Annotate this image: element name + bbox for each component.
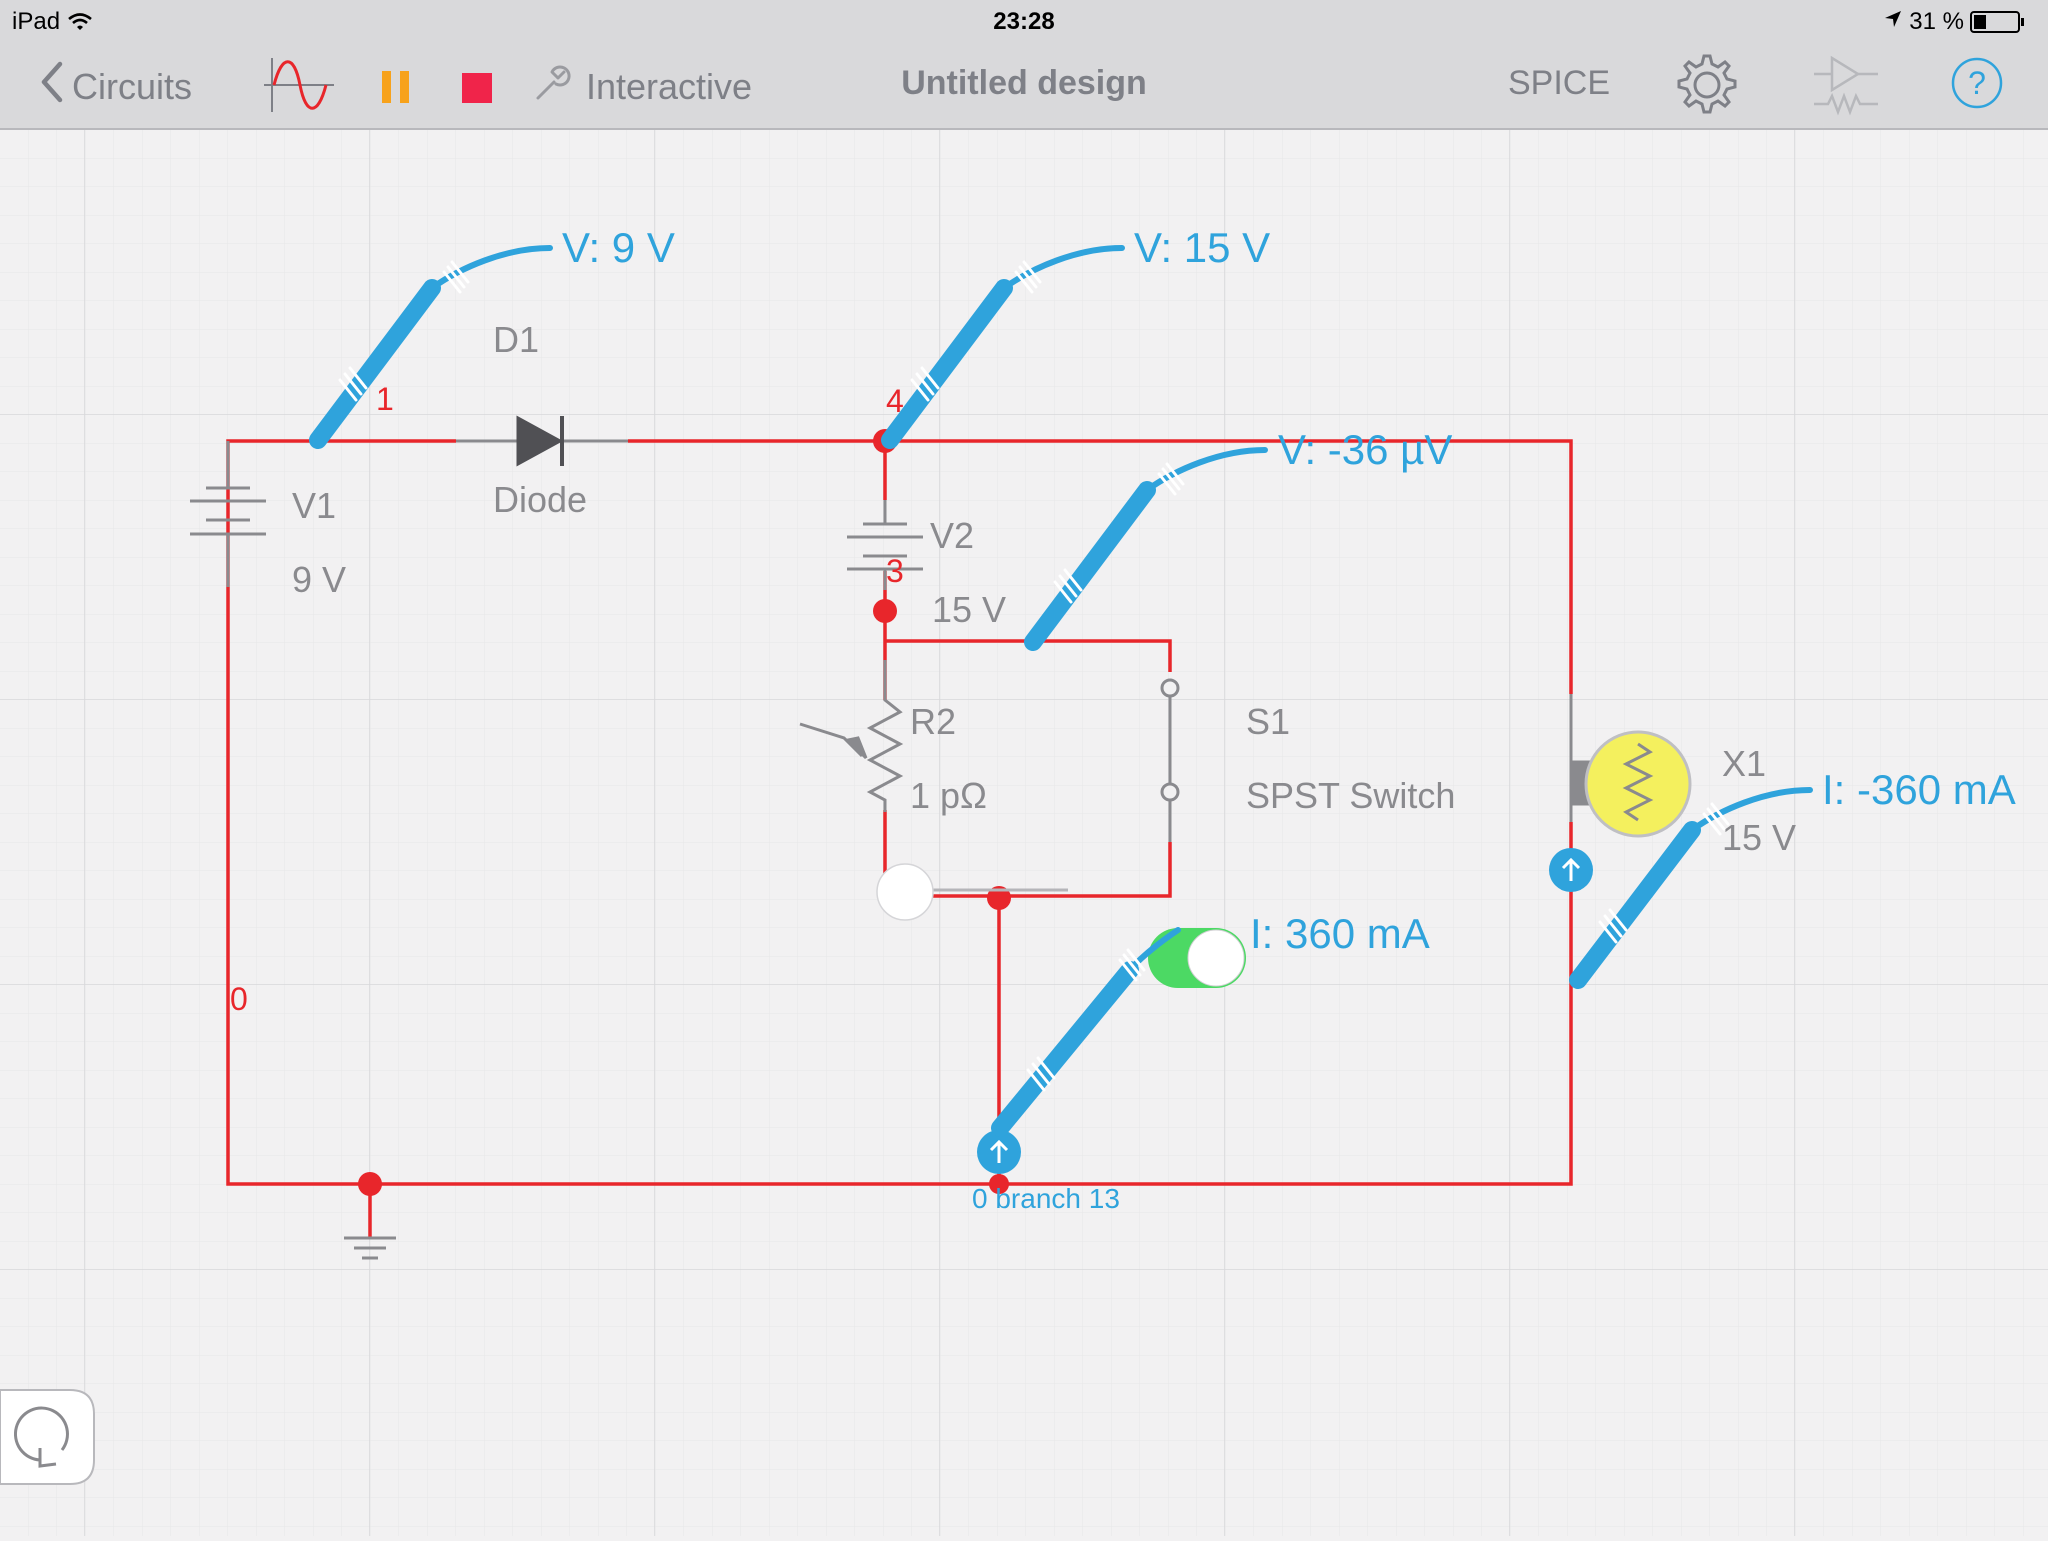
- interactive-label: Interactive: [586, 65, 753, 107]
- battery-icon: [1970, 11, 2024, 33]
- pause-button[interactable]: [382, 70, 410, 112]
- node-label-3: 3: [886, 553, 904, 589]
- current-probe-5[interactable]: [1569, 787, 1813, 989]
- help-icon: ?: [1951, 57, 2003, 109]
- rotate-icon: [14, 1406, 69, 1462]
- probe-label-1: V: 9 V: [562, 224, 675, 271]
- wire-to-switch[interactable]: [885, 639, 1172, 672]
- bulb-icon[interactable]: [1584, 730, 1692, 838]
- battery-percent: 31 %: [1909, 8, 1964, 35]
- wire-top-mid[interactable]: [628, 439, 1573, 694]
- circuit-canvas[interactable]: V1 9 V D1 Diode V2 15 V R2 1 pΩ S1 SPST …: [0, 130, 2048, 1536]
- gear-icon: [1677, 54, 1737, 114]
- waveform-button[interactable]: [264, 54, 334, 125]
- chevron-left-icon: [38, 60, 64, 113]
- location-arrow-icon: [1883, 8, 1903, 36]
- toolbar: Circuits Interactive Untitled design SPI…: [0, 42, 2048, 130]
- lamp-x1[interactable]: [1569, 694, 1591, 822]
- spice-button[interactable]: SPICE: [1508, 64, 1611, 102]
- node-dot-3[interactable]: [873, 599, 897, 623]
- node-label-4: 4: [886, 383, 904, 419]
- s1-name-label: S1: [1246, 701, 1290, 742]
- interactive-mode-button[interactable]: Interactive: [534, 62, 752, 111]
- r2-value-label: 1 pΩ: [910, 775, 987, 816]
- circuit-svg[interactable]: V1 9 V D1 Diode V2 15 V R2 1 pΩ S1 SPST …: [0, 130, 2048, 1536]
- battery-v1[interactable]: [190, 441, 266, 587]
- status-left: iPad: [12, 8, 93, 36]
- components-icon: [1814, 55, 1878, 116]
- potentiometer-r2[interactable]: [799, 660, 904, 812]
- x1-name-label: X1: [1722, 743, 1766, 784]
- current-probe-4[interactable]: [991, 927, 1181, 1137]
- reset-view-button[interactable]: [0, 1389, 95, 1485]
- v2-name-label: V2: [930, 515, 974, 556]
- battery-v2[interactable]: [847, 500, 923, 590]
- node-dot-ground[interactable]: [358, 1172, 382, 1196]
- wire-r2-bottom[interactable]: [883, 810, 1172, 898]
- svg-text:?: ?: [1968, 65, 1986, 101]
- node-label-1: 1: [376, 381, 394, 417]
- wrench-icon: [534, 62, 574, 111]
- voltage-probe-1[interactable]: [309, 245, 553, 449]
- back-button[interactable]: Circuits: [38, 60, 192, 113]
- voltage-probe-2[interactable]: [881, 245, 1125, 449]
- slider-handle[interactable]: [876, 863, 1068, 921]
- current-marker-right[interactable]: [1549, 848, 1593, 892]
- current-marker-center[interactable]: [977, 1130, 1021, 1174]
- x1-value-label: 15 V: [1722, 817, 1796, 858]
- v2-value-label: 15 V: [932, 589, 1006, 630]
- document-title[interactable]: Untitled design: [901, 64, 1147, 102]
- status-time: 23:28: [993, 8, 1055, 35]
- status-right: 31 %: [1883, 8, 2024, 36]
- stop-button[interactable]: [462, 70, 492, 112]
- d1-type-label: Diode: [493, 479, 587, 520]
- v1-name-label: V1: [292, 485, 336, 526]
- status-bar: iPad 23:28 31 %: [0, 0, 2048, 42]
- probe-label-4: I: 360 mA: [1250, 910, 1430, 957]
- node-dot-branch[interactable]: [989, 1174, 1009, 1194]
- d1-name-label: D1: [493, 319, 539, 360]
- diode-d1[interactable]: [456, 415, 628, 467]
- waveform-icon: [264, 58, 334, 112]
- wire-bottom[interactable]: [226, 587, 1573, 1186]
- node-label-0: 0: [230, 981, 248, 1017]
- probe-label-5: I: -360 mA: [1822, 766, 2016, 813]
- voltage-probe-3[interactable]: [1024, 447, 1268, 651]
- components-button[interactable]: [1812, 52, 1882, 127]
- device-name: iPad: [12, 8, 61, 35]
- v1-value-label: 9 V: [292, 559, 346, 600]
- node-dot-junction[interactable]: [987, 886, 1011, 910]
- branch-label: 0 branch 13: [972, 1183, 1120, 1214]
- switch-s1[interactable]: [1160, 678, 1180, 842]
- back-label: Circuits: [72, 65, 193, 107]
- pause-icon: [382, 71, 409, 103]
- settings-button[interactable]: [1674, 52, 1740, 127]
- probe-label-3: V: -36 µV: [1278, 426, 1452, 473]
- r2-name-label: R2: [910, 701, 956, 742]
- probe-label-2: V: 15 V: [1134, 224, 1270, 271]
- switch-toggle[interactable]: [1148, 928, 1246, 988]
- stop-icon: [462, 73, 492, 103]
- ground-symbol: [344, 1236, 396, 1260]
- help-button[interactable]: ?: [1950, 56, 2004, 119]
- s1-type-label: SPST Switch: [1246, 775, 1455, 816]
- wifi-icon: [67, 8, 93, 35]
